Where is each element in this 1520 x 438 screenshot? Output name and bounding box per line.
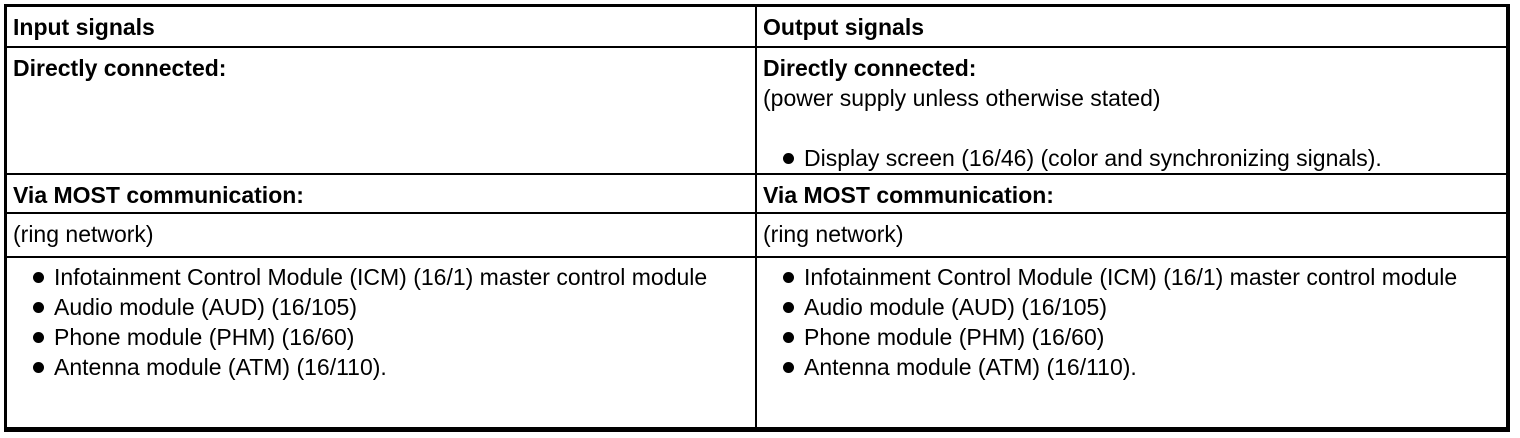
list-item-text: Phone module (PHM) (16/60) [54, 324, 355, 350]
list-item-text: Infotainment Control Module (ICM) (16/1)… [54, 264, 708, 290]
list-item: Audio module (AUD) (16/105) [13, 292, 725, 322]
list-item: Phone module (PHM) (16/60) [13, 322, 725, 352]
bullet-icon [33, 332, 44, 343]
output-signals-header: Output signals [757, 7, 1506, 48]
list-item-text: Antenna module (ATM) (16/110). [54, 354, 387, 380]
bullet-icon [783, 153, 794, 164]
list-item-text: Phone module (PHM) (16/60) [804, 324, 1105, 350]
input-ring-network-note: (ring network) [7, 214, 757, 258]
output-most-modules-cell: Infotainment Control Module (ICM) (16/1)… [757, 258, 1506, 427]
input-via-most-title: Via MOST communication: [7, 175, 757, 214]
input-most-modules-cell: Infotainment Control Module (ICM) (16/1)… [7, 258, 757, 427]
list-item-text: Antenna module (ATM) (16/110). [804, 354, 1137, 380]
input-directly-connected-cell: Directly connected: [7, 48, 757, 175]
bullet-icon [783, 362, 794, 373]
list-item-text: Audio module (AUD) (16/105) [54, 294, 357, 320]
bullet-icon [33, 302, 44, 313]
input-signals-header: Input signals [7, 7, 757, 48]
output-directly-connected-title: Directly connected: [763, 55, 977, 81]
input-most-modules-list: Infotainment Control Module (ICM) (16/1)… [13, 262, 725, 382]
bullet-icon [783, 302, 794, 313]
signals-table: Input signals Output signals Directly co… [4, 4, 1510, 432]
list-item-text: Audio module (AUD) (16/105) [804, 294, 1107, 320]
list-item: Display screen (16/46) (color and synchr… [763, 143, 1476, 173]
output-via-most-title: Via MOST communication: [757, 175, 1506, 214]
list-item: Audio module (AUD) (16/105) [763, 292, 1476, 322]
list-item: Antenna module (ATM) (16/110). [763, 352, 1476, 382]
list-item: Infotainment Control Module (ICM) (16/1)… [13, 262, 725, 292]
output-directly-connected-list: Display screen (16/46) (color and synchr… [763, 143, 1476, 173]
list-item-text: Infotainment Control Module (ICM) (16/1)… [804, 264, 1458, 290]
list-item: Antenna module (ATM) (16/110). [13, 352, 725, 382]
list-item: Infotainment Control Module (ICM) (16/1)… [763, 262, 1476, 292]
list-item: Phone module (PHM) (16/60) [763, 322, 1476, 352]
list-item-text: Display screen (16/46) (color and synchr… [804, 145, 1382, 171]
bullet-icon [33, 272, 44, 283]
bullet-icon [33, 362, 44, 373]
bullet-icon [783, 272, 794, 283]
input-directly-connected-title: Directly connected: [13, 55, 227, 81]
bullet-icon [783, 332, 794, 343]
output-most-modules-list: Infotainment Control Module (ICM) (16/1)… [763, 262, 1476, 382]
output-directly-connected-cell: Directly connected: (power supply unless… [757, 48, 1506, 175]
output-power-supply-note: (power supply unless otherwise stated) [763, 85, 1161, 111]
output-ring-network-note: (ring network) [757, 214, 1506, 258]
